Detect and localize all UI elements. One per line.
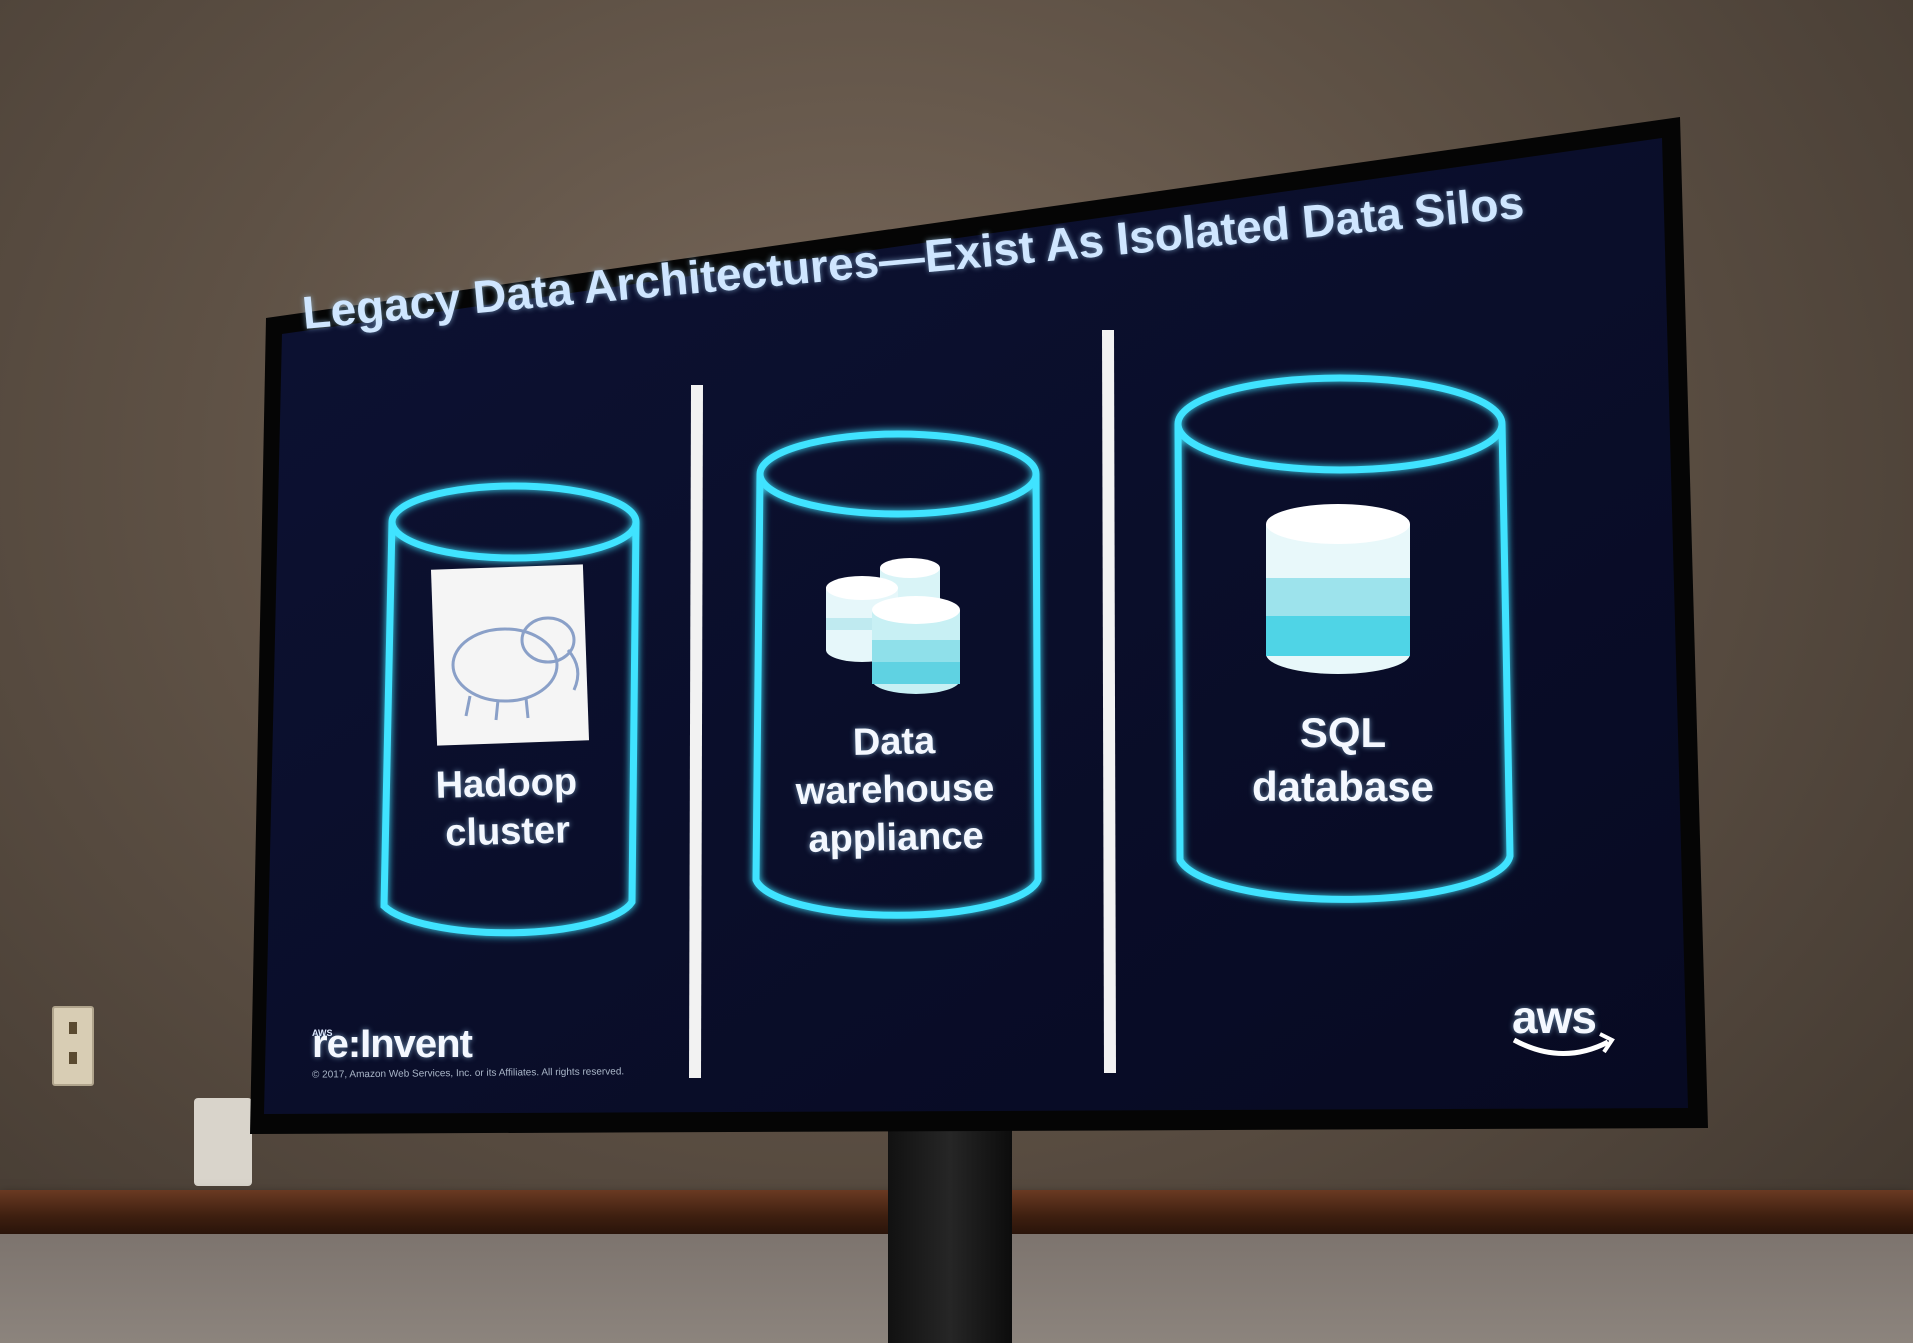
- reinvent-logo: re:Invent: [312, 1022, 473, 1066]
- silo-hadoop-cylinder: [380, 482, 640, 937]
- divider-right: [1102, 329, 1116, 1074]
- silo-label-line: SQL: [1299, 709, 1387, 756]
- wall-device: [194, 1098, 252, 1186]
- silo-sql-cylinder: [1174, 374, 1514, 903]
- silo-label-line: database: [1251, 763, 1435, 810]
- hadoop-elephant-icon: [430, 564, 590, 746]
- silo-label-line: Hadoop: [435, 761, 578, 807]
- silo-label-sql: SQL database: [1218, 706, 1468, 814]
- silo-label-line: cluster: [444, 809, 571, 855]
- silo-label-line: appliance: [807, 815, 985, 861]
- divider-left: [689, 384, 703, 1079]
- database-stack-icon: [826, 558, 960, 694]
- database-icon: [1266, 504, 1410, 674]
- wall-outlet: [52, 1006, 94, 1086]
- slide-screen: [264, 138, 1688, 1114]
- tv-stand: [888, 1108, 1012, 1343]
- silo-warehouse-cylinder: [752, 430, 1042, 919]
- aws-smile-icon: [1512, 1037, 1610, 1056]
- silo-label-hadoop: Hadoop cluster: [391, 757, 623, 859]
- silo-label-line: warehouse: [795, 766, 995, 814]
- aws-small-logo: AWS: [312, 1028, 333, 1038]
- aws-logo: aws: [1512, 991, 1597, 1043]
- silo-label-warehouse: Data warehouse appliance: [774, 716, 1017, 865]
- silo-label-line: Data: [852, 720, 936, 764]
